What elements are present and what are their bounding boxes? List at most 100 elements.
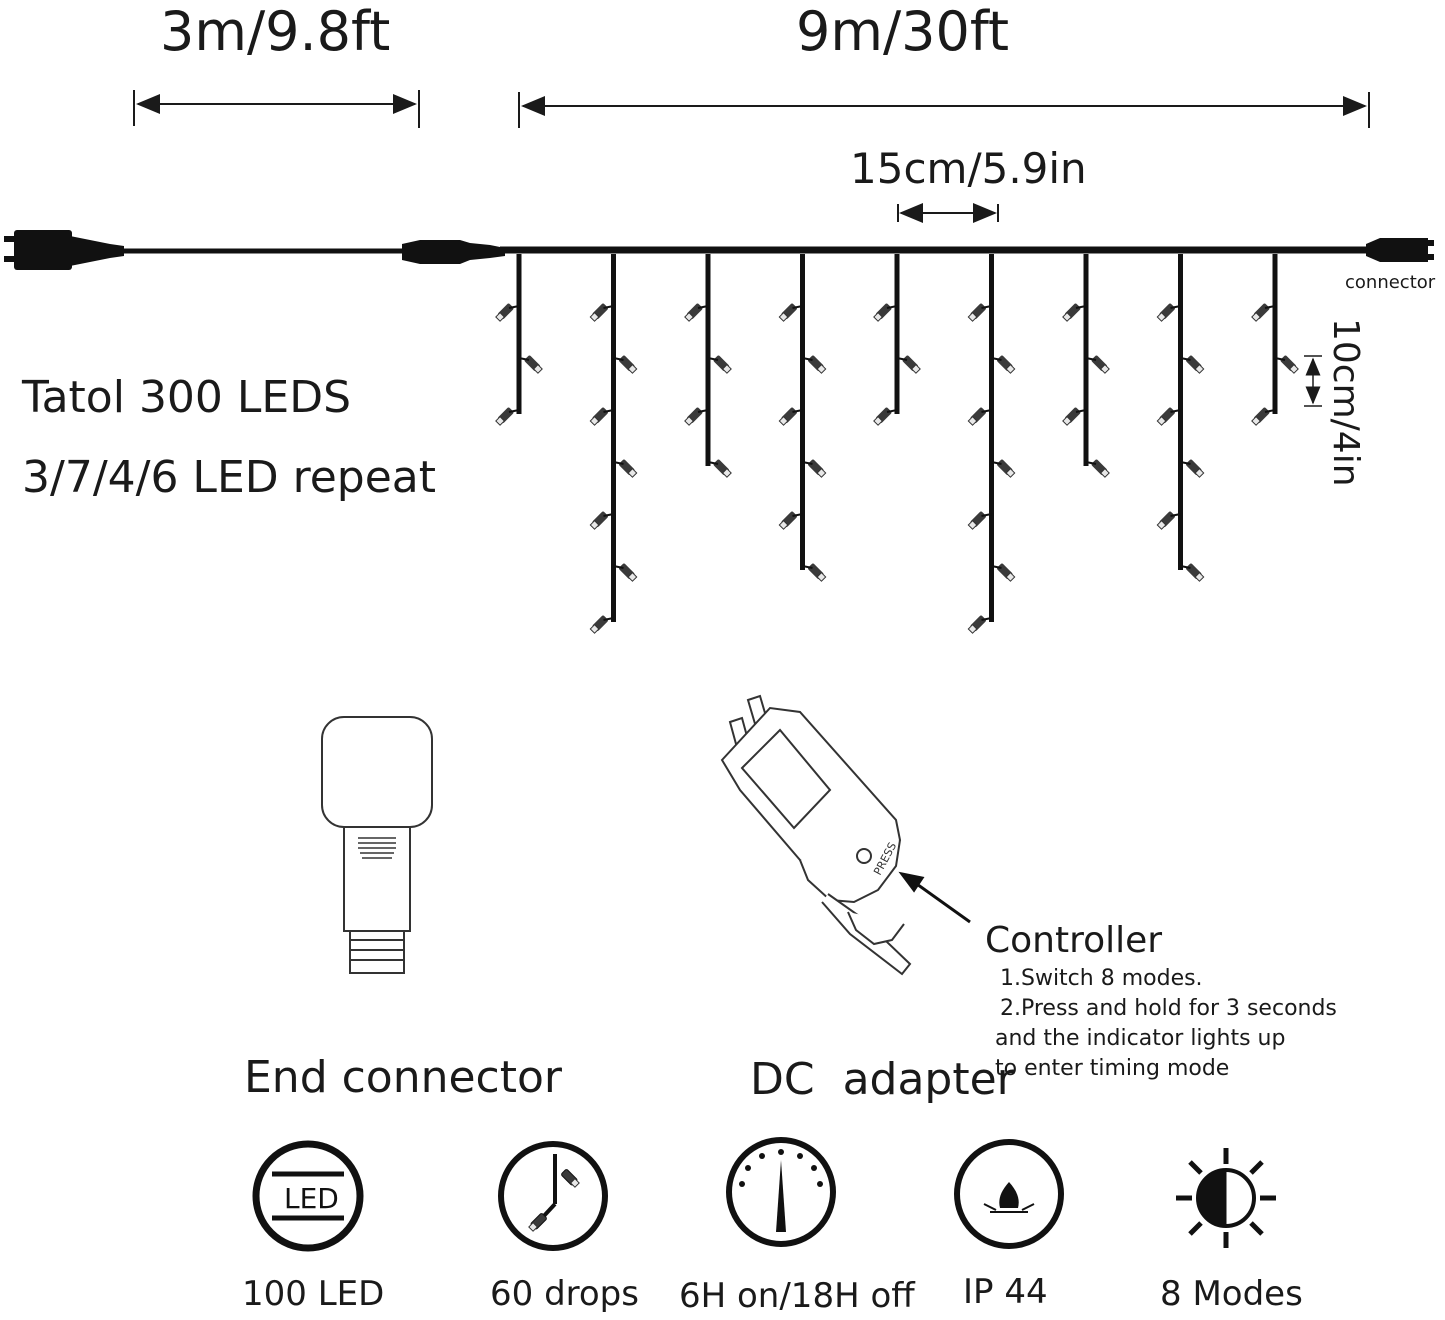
led-stub bbox=[603, 617, 614, 621]
led-stub bbox=[508, 409, 520, 413]
led-stub bbox=[697, 409, 709, 413]
led-stub bbox=[1170, 305, 1181, 309]
led-stub bbox=[1085, 461, 1097, 465]
led-stub bbox=[981, 513, 992, 517]
inline-connector-icon bbox=[402, 240, 505, 264]
product-name: Tatol 300 LEDS bbox=[22, 372, 352, 423]
led-bulb bbox=[806, 562, 827, 583]
controller-title: Controller bbox=[985, 920, 1163, 961]
led-bulb bbox=[901, 354, 922, 375]
led-bulb bbox=[1061, 302, 1082, 323]
drop-spacing-arrow bbox=[897, 203, 999, 223]
waterproof-icon bbox=[954, 1139, 1064, 1249]
led-stub bbox=[508, 305, 520, 309]
led-bulb bbox=[778, 302, 799, 323]
controller-pointer-arrow bbox=[898, 871, 971, 924]
dc-adapter-icon bbox=[720, 694, 912, 976]
dc-adapter-label: DC adapter bbox=[750, 1054, 1015, 1105]
led-stub bbox=[802, 565, 813, 569]
led-bulb bbox=[806, 458, 827, 479]
led-bulb bbox=[1184, 562, 1205, 583]
led-stub bbox=[792, 513, 803, 517]
led-bulb bbox=[1250, 302, 1271, 323]
led-stub bbox=[1075, 409, 1087, 413]
led-stub bbox=[1180, 565, 1191, 569]
controller-note-1: 1.Switch 8 modes. bbox=[1000, 966, 1203, 991]
led-bulb bbox=[967, 510, 988, 531]
led-stub bbox=[603, 305, 614, 309]
led-stub bbox=[792, 305, 803, 309]
led-bulb bbox=[589, 406, 610, 427]
feature-label-led: 100 LED bbox=[242, 1274, 385, 1314]
led-stub bbox=[1274, 357, 1286, 361]
led-bulb bbox=[872, 406, 893, 427]
cable-dimension-arrow bbox=[133, 90, 420, 128]
led-stub bbox=[981, 305, 992, 309]
led-stub bbox=[603, 513, 614, 517]
led-bulb bbox=[1090, 458, 1111, 479]
led-bulb bbox=[967, 406, 988, 427]
feature-label-timer: 6H on/18H off bbox=[679, 1276, 915, 1316]
led-stub bbox=[697, 305, 709, 309]
led-stub bbox=[1180, 461, 1191, 465]
led-stub bbox=[886, 409, 898, 413]
led-stub bbox=[1264, 305, 1276, 309]
timer-icon bbox=[726, 1137, 836, 1247]
drops-icon bbox=[498, 1141, 608, 1251]
led-stub bbox=[1170, 409, 1181, 413]
plug-icon bbox=[4, 230, 124, 270]
led-stub bbox=[802, 461, 813, 465]
led-bulb bbox=[589, 302, 610, 323]
led-bulb bbox=[494, 302, 515, 323]
led-bulb bbox=[617, 562, 638, 583]
led-bulb bbox=[1156, 406, 1177, 427]
led-bulb bbox=[995, 562, 1016, 583]
led-stub bbox=[1075, 305, 1087, 309]
led-bulb bbox=[967, 614, 988, 635]
led-bulb bbox=[967, 302, 988, 323]
led-stub bbox=[1085, 357, 1097, 361]
led-bulb bbox=[1250, 406, 1271, 427]
end-connector-label: End connector bbox=[244, 1052, 563, 1103]
feature-label-ip: IP 44 bbox=[963, 1272, 1048, 1312]
led-bulb bbox=[1061, 406, 1082, 427]
icicle-drops bbox=[494, 254, 1300, 635]
led-stub bbox=[1264, 409, 1276, 413]
led-bulb bbox=[589, 614, 610, 635]
led-stub bbox=[991, 357, 1002, 361]
led-stub bbox=[613, 565, 624, 569]
led-stub bbox=[981, 617, 992, 621]
led-stub bbox=[1180, 357, 1191, 361]
led-bulb bbox=[1184, 458, 1205, 479]
connector-label: connector bbox=[1345, 272, 1436, 293]
led-bulb bbox=[617, 458, 638, 479]
svg-text:LED: LED bbox=[284, 1182, 339, 1215]
led-stub bbox=[1170, 513, 1181, 517]
led-stub bbox=[613, 357, 624, 361]
led-bulb bbox=[523, 354, 544, 375]
led-bulb bbox=[1184, 354, 1205, 375]
led-bulb bbox=[712, 354, 733, 375]
modes-icon bbox=[1176, 1148, 1276, 1248]
feature-label-modes: 8 Modes bbox=[1160, 1274, 1303, 1314]
led-bulb bbox=[589, 510, 610, 531]
led-bulb bbox=[712, 458, 733, 479]
led-bulb bbox=[683, 406, 704, 427]
led-stub bbox=[707, 357, 719, 361]
led-stub bbox=[981, 409, 992, 413]
led-spacing-arrow bbox=[1304, 355, 1322, 407]
led-bulb bbox=[778, 406, 799, 427]
led-stub bbox=[518, 357, 530, 361]
led-bulb bbox=[683, 302, 704, 323]
led-stub bbox=[792, 409, 803, 413]
controller-note-4: to enter timing mode bbox=[995, 1056, 1230, 1081]
led-bulb bbox=[1279, 354, 1300, 375]
end-connector-icon bbox=[321, 716, 433, 974]
led-stub bbox=[896, 357, 908, 361]
led-bulb bbox=[806, 354, 827, 375]
end-plug-icon bbox=[1366, 238, 1434, 262]
led-bulb bbox=[778, 510, 799, 531]
led-stub bbox=[991, 461, 1002, 465]
led-bulb bbox=[1090, 354, 1111, 375]
feature-label-drops: 60 drops bbox=[490, 1274, 639, 1314]
